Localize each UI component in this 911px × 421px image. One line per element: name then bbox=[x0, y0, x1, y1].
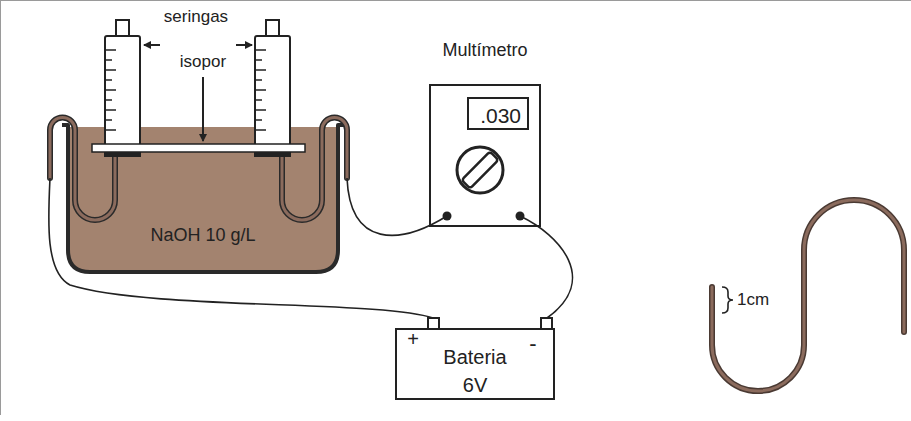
solution-label: NaOH 10 g/L bbox=[150, 224, 255, 246]
multimeter-display: .030 bbox=[467, 97, 529, 130]
wire bbox=[49, 178, 433, 318]
frame-line bbox=[0, 0, 1, 415]
electrode bbox=[282, 117, 347, 220]
electrode-sample bbox=[712, 200, 904, 391]
solution bbox=[68, 127, 338, 272]
leader-arrow bbox=[202, 77, 204, 141]
dial-knob bbox=[462, 152, 499, 189]
part-label: isopor bbox=[180, 52, 226, 72]
multimeter: Multímetro .030 bbox=[420, 32, 550, 228]
frame-line bbox=[0, 0, 911, 1]
basin-outline bbox=[62, 125, 344, 272]
polarity-sign: - bbox=[529, 331, 536, 357]
battery-label: Bateria 6V bbox=[433, 343, 517, 399]
multimeter-dial bbox=[457, 147, 503, 193]
multimeter-body bbox=[430, 85, 540, 226]
electrode-sample-core bbox=[712, 200, 904, 391]
electrolysis-cell: NaOH 10 g/L bbox=[45, 115, 350, 277]
display-reading: .030 bbox=[480, 103, 521, 128]
leader-arrow bbox=[236, 44, 252, 46]
wire bbox=[347, 178, 447, 235]
syringe bbox=[104, 20, 141, 157]
dimension-label: 1cm bbox=[737, 290, 769, 310]
battery: + Bateria 6V- bbox=[395, 328, 555, 400]
electrode-core bbox=[282, 117, 347, 220]
part-label: seringas bbox=[164, 7, 228, 27]
device-heading: Multímetro bbox=[442, 39, 527, 61]
isopor-plate bbox=[92, 144, 305, 152]
brace bbox=[722, 287, 733, 313]
wire bbox=[520, 216, 572, 318]
leader-arrow bbox=[144, 44, 160, 46]
polarity-sign: + bbox=[407, 327, 419, 351]
syringe bbox=[254, 20, 291, 157]
